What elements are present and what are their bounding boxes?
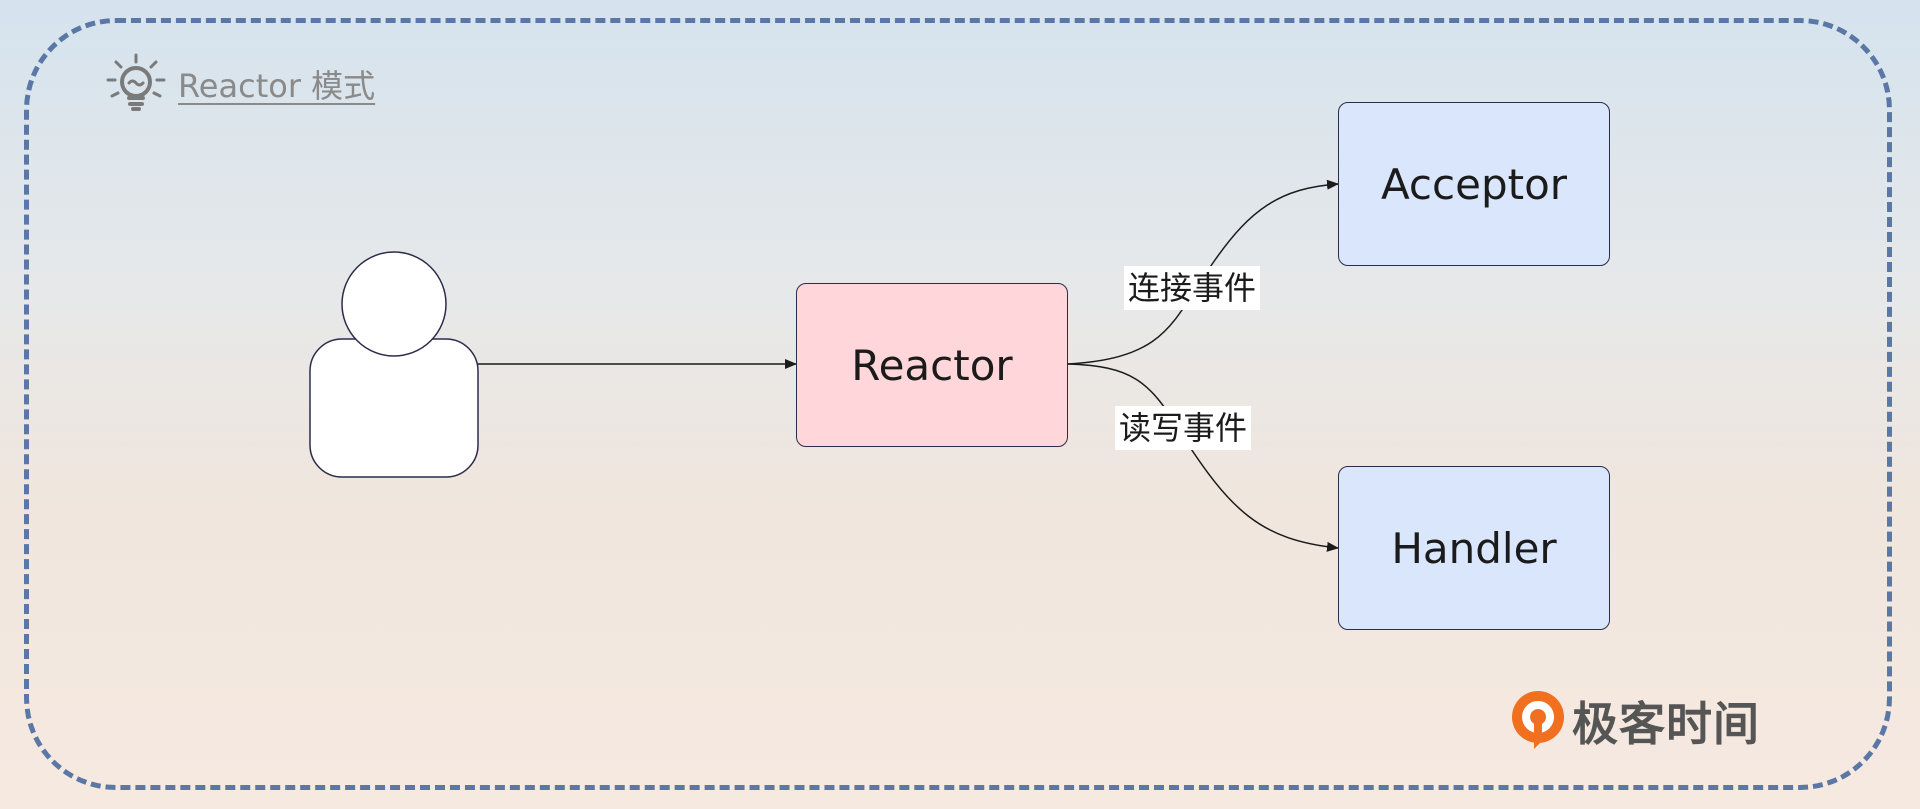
geektime-logo-icon	[1512, 691, 1564, 749]
edge-label-connect-event: 连接事件	[1124, 266, 1261, 310]
lightbulb-icon	[106, 53, 166, 111]
legend: Reactor 模式	[104, 52, 375, 116]
handler-label: Handler	[1391, 523, 1557, 573]
reactor-label: Reactor	[851, 340, 1013, 390]
edge-label-read-write-event: 读写事件	[1115, 406, 1252, 450]
edge-reactor-to-acceptor	[1067, 179, 1339, 365]
legend-label: Reactor 模式	[178, 67, 376, 105]
acceptor-label: Acceptor	[1380, 159, 1568, 209]
acceptor-node: Acceptor	[1338, 102, 1610, 266]
person-icon	[309, 251, 479, 478]
handler-node: Handler	[1338, 466, 1610, 630]
brand-logo: 极客时间	[1510, 688, 1760, 754]
diagram-frame	[24, 18, 1892, 790]
edge-reactor-to-handler	[1067, 363, 1339, 552]
brand-text: 极客时间	[1572, 697, 1760, 751]
reactor-node: Reactor	[796, 283, 1068, 447]
